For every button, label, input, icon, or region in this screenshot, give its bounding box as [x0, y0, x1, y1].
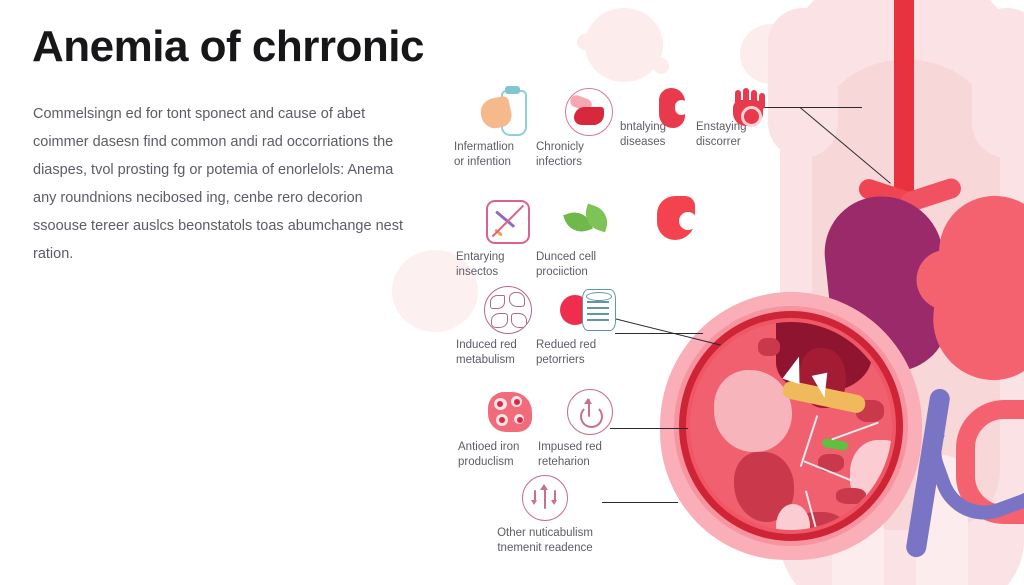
- leader-line: [610, 428, 688, 430]
- cell-organelle: [714, 370, 792, 452]
- cell-organelle: [818, 454, 844, 472]
- blood-sample-cylinder-icon: [536, 282, 640, 338]
- up-down-arrows-icon: [470, 470, 620, 526]
- circle-organ-icon: [536, 84, 640, 140]
- hand-sanitizer-bottle-icon: [454, 84, 558, 140]
- kidney-icon: [620, 80, 724, 136]
- cell-organelle: [836, 488, 866, 504]
- cell-organelle: [868, 506, 892, 520]
- leader-line: [744, 107, 862, 109]
- aorta-artery: [894, 0, 914, 240]
- cell-core: [690, 322, 892, 530]
- leader-line: [615, 333, 703, 335]
- cell-filament: [799, 415, 818, 467]
- icon-item-stomach[interactable]: [624, 190, 728, 246]
- stomach-organ-icon: [624, 190, 728, 246]
- cell-cross-section: [660, 292, 922, 560]
- background-blob-icon: [392, 250, 478, 332]
- no-syringe-icon: [456, 194, 560, 250]
- globe-icon: [456, 282, 560, 338]
- shoulder-left-shape: [768, 8, 838, 158]
- cell-cluster-icon: [458, 384, 562, 440]
- power-button-icon: [538, 384, 642, 440]
- page-title: Anemia of chrronic: [32, 22, 424, 71]
- stop-hand-icon: [696, 80, 800, 136]
- cell-organelle: [758, 338, 780, 356]
- shoulder-right-shape: [972, 8, 1024, 158]
- cell-filament: [831, 421, 879, 441]
- leader-line: [602, 502, 678, 504]
- body-paragraph-text: Commelsingn ed for tont sponect and caus…: [33, 106, 403, 262]
- background-blob-icon: [577, 8, 669, 82]
- cell-green-organelle: [821, 437, 849, 452]
- body-paragraph: Commelsingn ed for tont sponect and caus…: [33, 100, 403, 268]
